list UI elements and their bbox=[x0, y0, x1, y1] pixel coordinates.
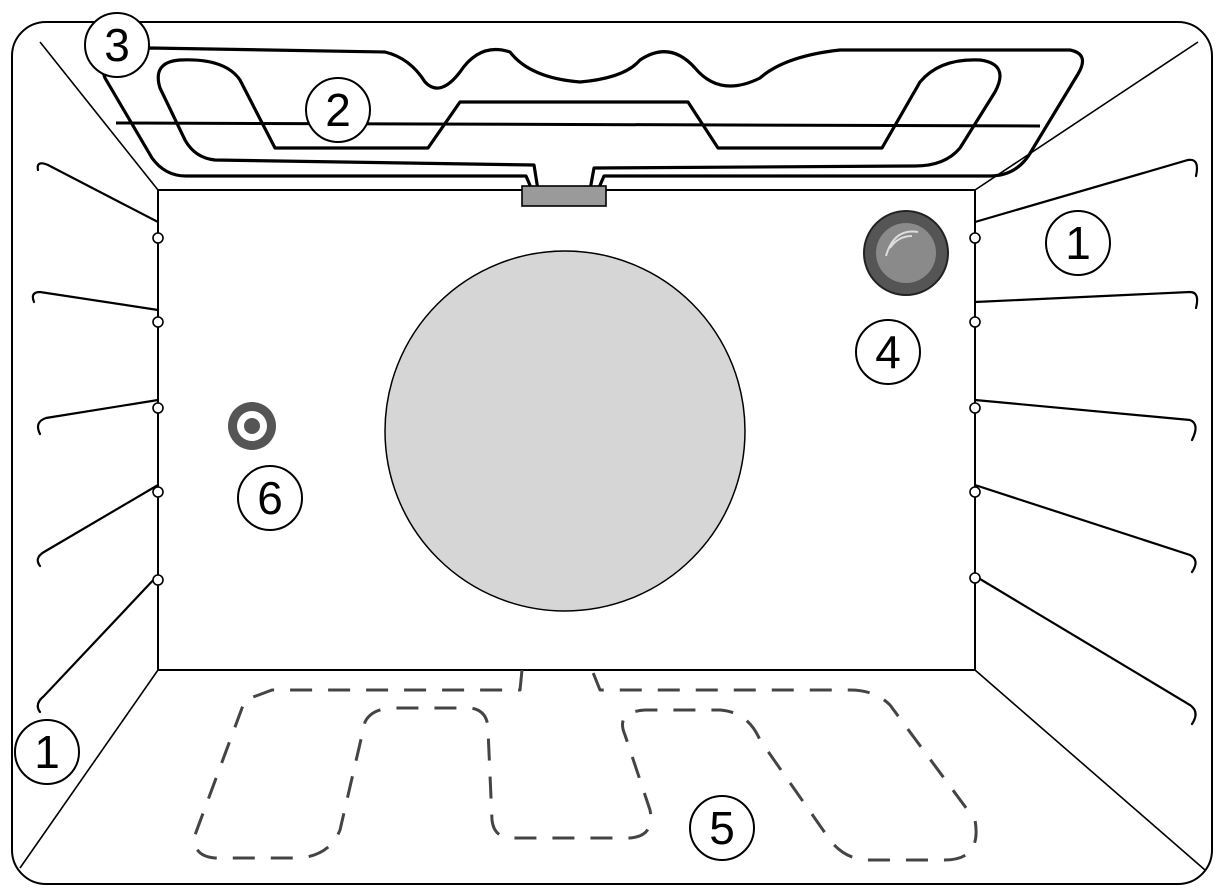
svg-text:1: 1 bbox=[34, 726, 60, 778]
callout-grill-element: 2 bbox=[305, 77, 371, 143]
callout-roof-element: 3 bbox=[84, 12, 150, 78]
callout-temperature-sensor: 6 bbox=[237, 465, 303, 531]
element-connector bbox=[521, 185, 607, 207]
callout-oven-lamp: 4 bbox=[855, 319, 921, 385]
callout-shelf-guides-left: 1 bbox=[14, 719, 80, 785]
svg-text:6: 6 bbox=[257, 472, 283, 524]
callout-shelf-guides-right: 1 bbox=[1045, 210, 1111, 276]
perspective-edges bbox=[19, 41, 1206, 871]
bottom-element bbox=[193, 669, 978, 862]
shelf-guides-right bbox=[973, 158, 1199, 726]
grill-element-rod bbox=[115, 121, 1041, 128]
shelf-notches-left bbox=[152, 232, 164, 586]
shelf-guides-left bbox=[31, 162, 160, 714]
svg-text:5: 5 bbox=[709, 802, 735, 854]
grill-element bbox=[156, 58, 1002, 191]
lamp-icon bbox=[863, 210, 949, 296]
fan-cover-icon bbox=[384, 250, 746, 612]
svg-text:2: 2 bbox=[325, 84, 351, 136]
sensor-icon bbox=[228, 402, 276, 450]
svg-text:4: 4 bbox=[875, 326, 901, 378]
svg-text:3: 3 bbox=[104, 19, 130, 71]
shelf-notches-right bbox=[969, 232, 981, 584]
callout-bottom-element: 5 bbox=[689, 795, 755, 861]
svg-text:1: 1 bbox=[1065, 217, 1091, 269]
